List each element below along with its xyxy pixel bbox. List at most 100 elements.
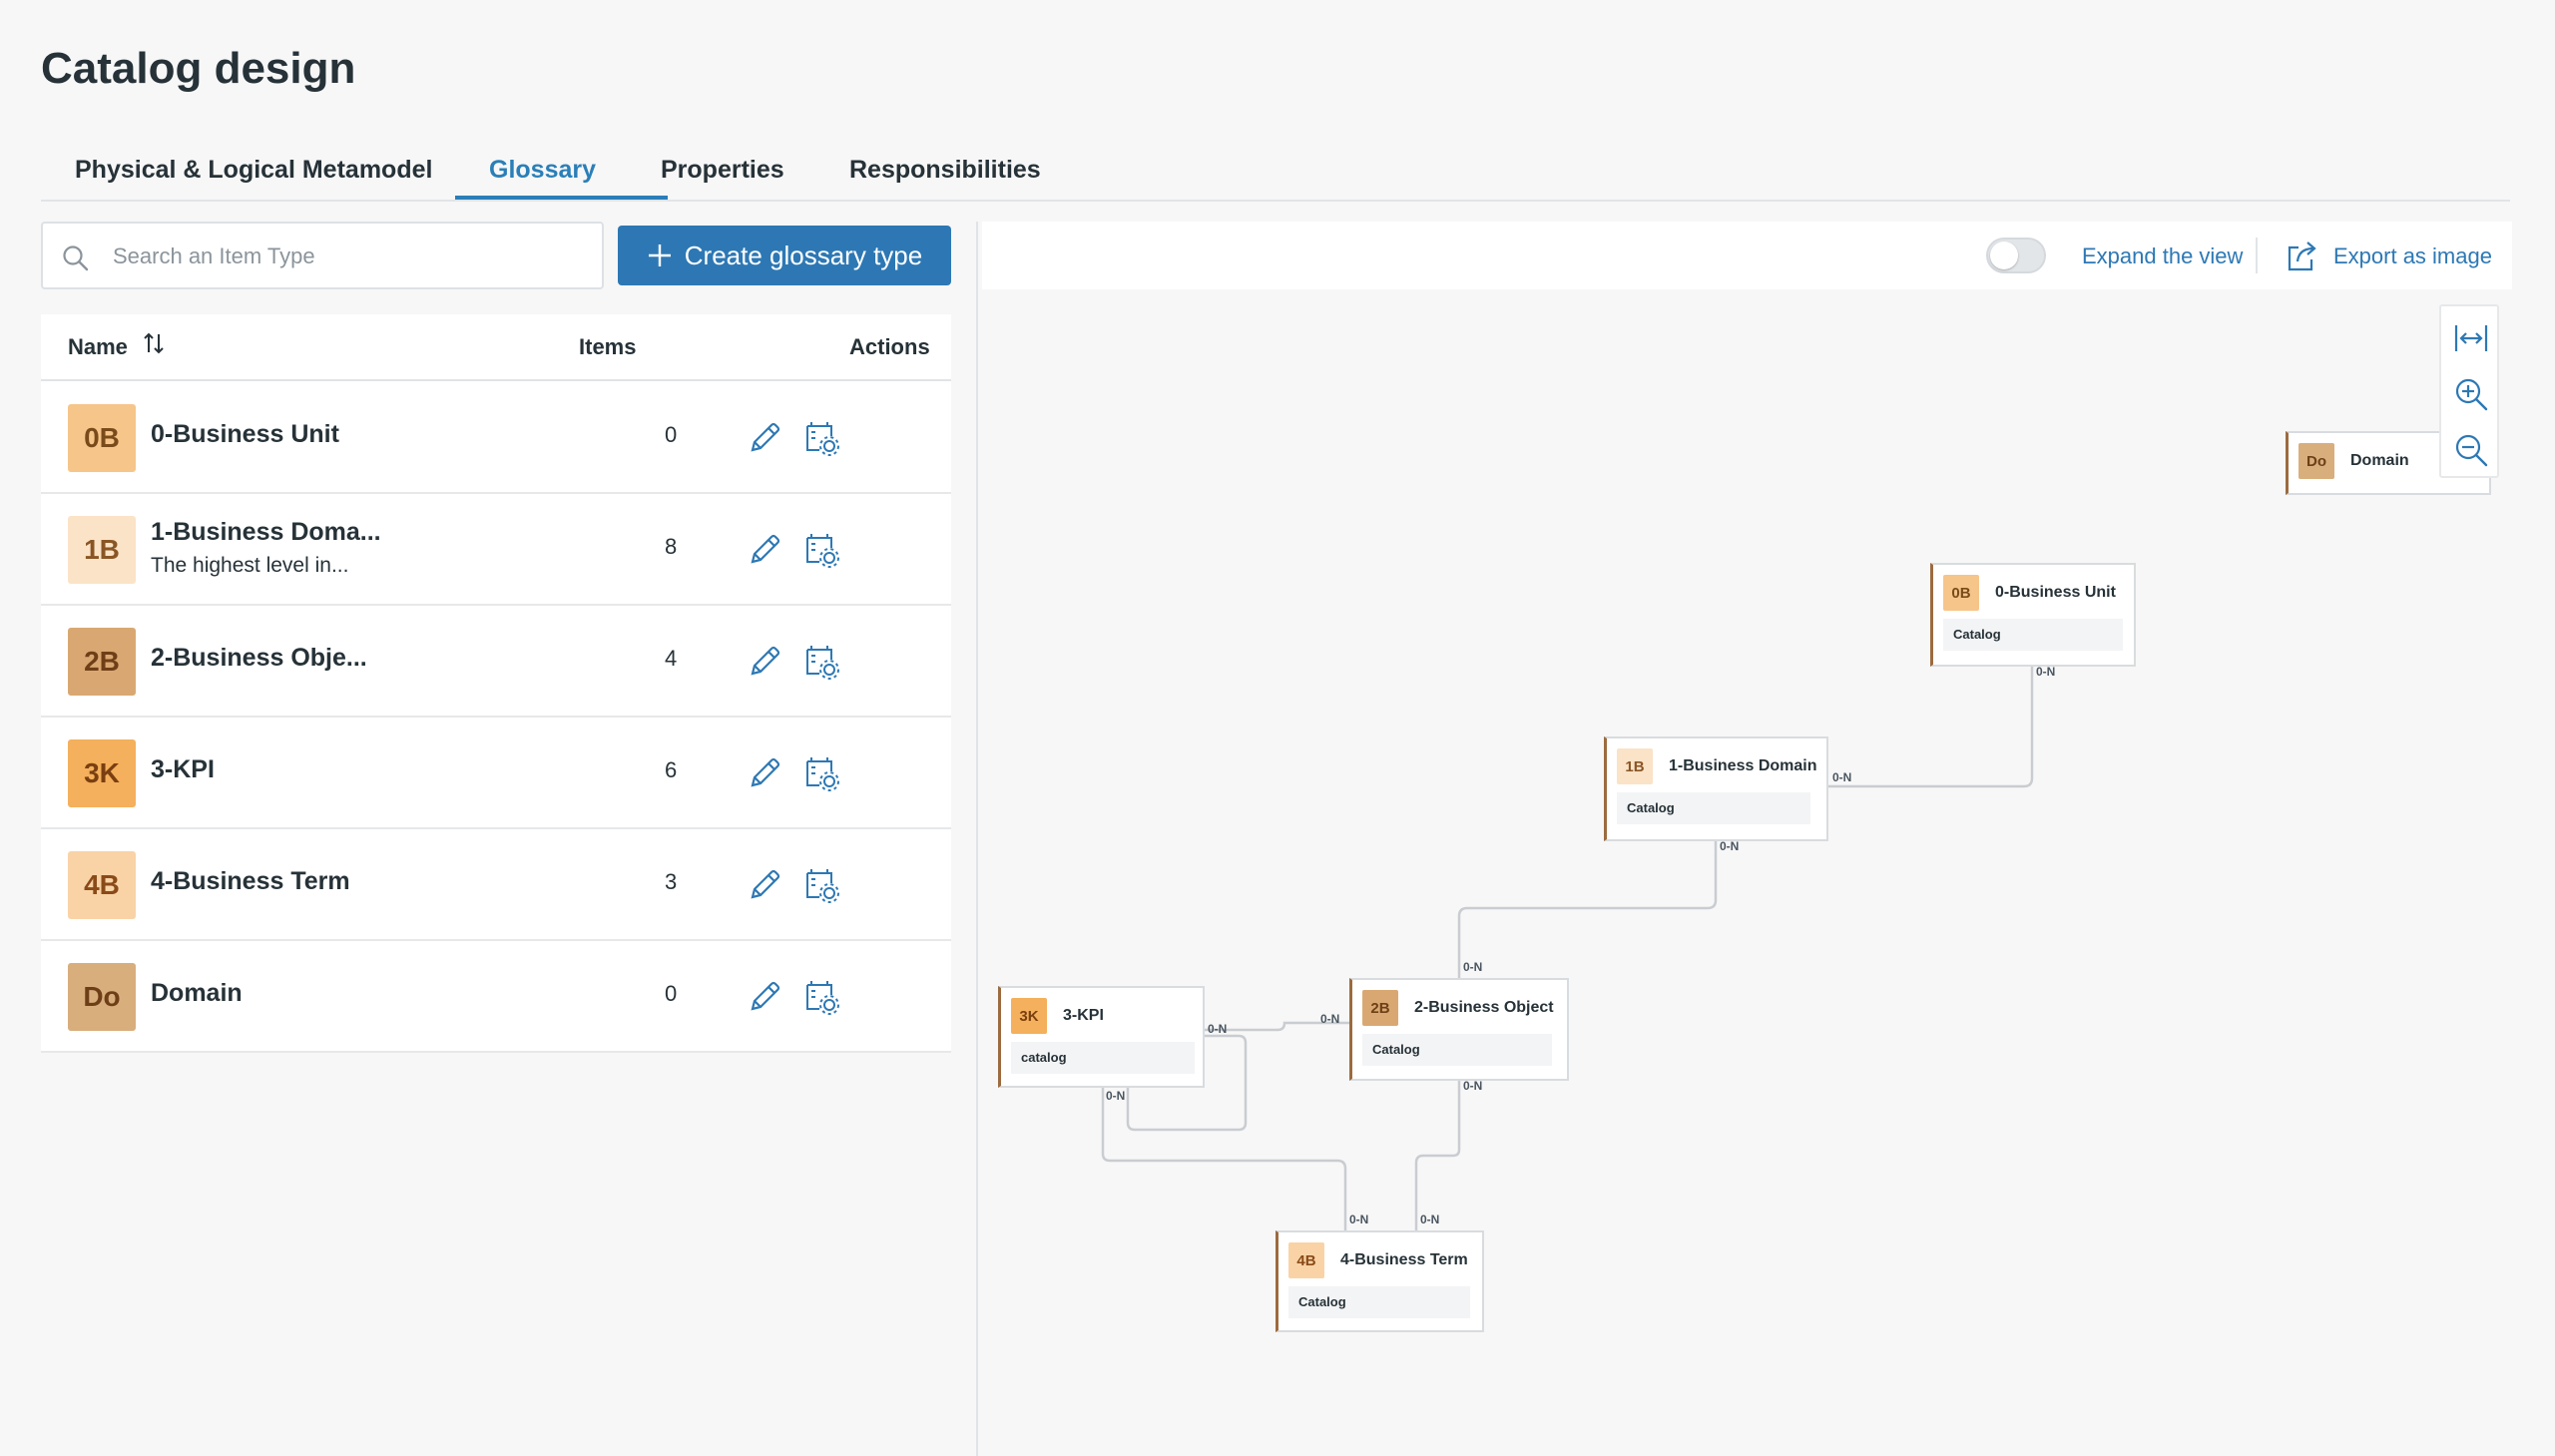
tab-physical-logical-metamodel[interactable]: Physical & Logical Metamodel bbox=[75, 156, 433, 184]
edit-icon[interactable] bbox=[745, 642, 784, 687]
diagram-node-4-business-term[interactable]: 4B 4-Business Term Catalog bbox=[1276, 1230, 1484, 1332]
settings-icon[interactable] bbox=[801, 418, 841, 463]
zoom-out-icon[interactable] bbox=[2453, 432, 2489, 468]
table-row[interactable]: 4B 4-Business Term 3 bbox=[41, 829, 951, 941]
item-count: 8 bbox=[665, 534, 678, 559]
cardinality-label: 0-N bbox=[1106, 1089, 1126, 1103]
item-count: 6 bbox=[665, 757, 678, 782]
node-badge: 3K bbox=[1011, 998, 1047, 1034]
diagram-toolbar: Expand the view Export as image bbox=[982, 222, 2512, 289]
column-header-items: Items bbox=[579, 334, 637, 359]
column-header-name[interactable]: Name bbox=[68, 334, 128, 359]
expand-view-toggle[interactable] bbox=[1986, 238, 2046, 273]
diagram-node-3-kpi[interactable]: 3K 3-KPI catalog bbox=[998, 986, 1205, 1088]
tab-bar: Physical & Logical Metamodel Glossary Pr… bbox=[41, 148, 2510, 202]
type-name: 4-Business Term bbox=[151, 867, 350, 895]
cardinality-label: 0-N bbox=[1463, 1079, 1483, 1093]
panel-divider bbox=[976, 222, 978, 1456]
create-glossary-type-button[interactable]: Create glossary type bbox=[618, 226, 951, 285]
diagram-node-2-business-object[interactable]: 2B 2-Business Object Catalog bbox=[1349, 978, 1569, 1081]
search-icon bbox=[63, 245, 89, 271]
toggle-knob bbox=[1990, 242, 2018, 269]
edit-icon[interactable] bbox=[745, 418, 784, 463]
expand-view-label[interactable]: Expand the view bbox=[2082, 243, 2244, 268]
node-subtitle: Catalog bbox=[1362, 1034, 1552, 1066]
item-count: 0 bbox=[665, 422, 678, 447]
cardinality-label: 0-N bbox=[2036, 665, 2056, 679]
edit-icon[interactable] bbox=[745, 977, 784, 1022]
cardinality-label: 0-N bbox=[1208, 1022, 1228, 1036]
settings-icon[interactable] bbox=[801, 530, 841, 575]
node-subtitle: Catalog bbox=[1617, 792, 1810, 824]
node-title: 4-Business Term bbox=[1340, 1251, 1468, 1268]
search-input[interactable] bbox=[113, 238, 582, 275]
node-badge: 2B bbox=[1362, 990, 1398, 1026]
cardinality-label: 0-N bbox=[1420, 1213, 1440, 1226]
node-badge: 0B bbox=[1943, 575, 1979, 611]
list-header: Name Items Actions bbox=[41, 314, 951, 381]
node-title: Domain bbox=[2350, 452, 2409, 469]
cardinality-label: 0-N bbox=[1463, 960, 1483, 974]
table-row[interactable]: 0B 0-Business Unit 0 bbox=[41, 382, 951, 494]
node-badge: 4B bbox=[1288, 1242, 1324, 1278]
type-name: Domain bbox=[151, 979, 243, 1007]
type-badge: 4B bbox=[68, 851, 136, 919]
tab-glossary[interactable]: Glossary bbox=[489, 156, 597, 184]
settings-icon[interactable] bbox=[801, 865, 841, 910]
fit-width-icon[interactable] bbox=[2453, 320, 2489, 356]
item-count: 3 bbox=[665, 869, 678, 894]
type-badge: 2B bbox=[68, 628, 136, 696]
settings-icon[interactable] bbox=[801, 753, 841, 798]
item-count: 0 bbox=[665, 981, 678, 1006]
diagram-node-1-business-domain[interactable]: 1B 1-Business Domain Catalog bbox=[1604, 736, 1828, 841]
type-badge: 0B bbox=[68, 404, 136, 472]
tab-properties[interactable]: Properties bbox=[661, 156, 784, 184]
diagram-node-0-business-unit[interactable]: 0B 0-Business Unit Catalog bbox=[1930, 563, 2136, 667]
table-row[interactable]: Do Domain 0 bbox=[41, 941, 951, 1053]
sort-icon[interactable] bbox=[143, 330, 165, 362]
column-header-actions: Actions bbox=[849, 334, 930, 359]
node-badge: 1B bbox=[1617, 748, 1653, 784]
export-icon[interactable] bbox=[2286, 238, 2319, 278]
node-title: 0-Business Unit bbox=[1995, 584, 2116, 601]
node-subtitle: catalog bbox=[1011, 1042, 1195, 1074]
node-title: 2-Business Object bbox=[1414, 999, 1554, 1016]
node-subtitle: Catalog bbox=[1943, 619, 2123, 651]
cardinality-label: 0-N bbox=[1720, 839, 1740, 853]
active-tab-indicator bbox=[455, 196, 668, 200]
settings-icon[interactable] bbox=[801, 977, 841, 1022]
edit-icon[interactable] bbox=[745, 530, 784, 575]
type-badge: Do bbox=[68, 963, 136, 1031]
item-count: 4 bbox=[665, 646, 678, 671]
table-row[interactable]: 2B 2-Business Obje... 4 bbox=[41, 606, 951, 718]
type-name: 0-Business Unit bbox=[151, 420, 339, 448]
page-title: Catalog design bbox=[41, 44, 356, 93]
edit-icon[interactable] bbox=[745, 865, 784, 910]
table-row[interactable]: 1B 1-Business Doma... The highest level in… bbox=[41, 494, 951, 606]
node-badge: Do bbox=[2299, 443, 2334, 479]
zoom-in-icon[interactable] bbox=[2453, 376, 2489, 412]
plus-icon bbox=[648, 244, 671, 266]
cardinality-label: 0-N bbox=[1832, 770, 1852, 784]
table-row[interactable]: 3K 3-KPI 6 bbox=[41, 718, 951, 829]
type-name: 3-KPI bbox=[151, 755, 215, 783]
settings-icon[interactable] bbox=[801, 642, 841, 687]
type-name: 1-Business Doma... bbox=[151, 518, 381, 546]
type-name: 2-Business Obje... bbox=[151, 644, 367, 672]
search-box bbox=[41, 222, 604, 289]
node-title: 1-Business Domain bbox=[1669, 757, 1817, 774]
toolbar-separator bbox=[2256, 238, 2258, 273]
cardinality-label: 0-N bbox=[1320, 1012, 1340, 1026]
zoom-controls bbox=[2439, 304, 2499, 478]
edit-icon[interactable] bbox=[745, 753, 784, 798]
type-badge: 1B bbox=[68, 516, 136, 584]
type-badge: 3K bbox=[68, 739, 136, 807]
tab-responsibilities[interactable]: Responsibilities bbox=[849, 156, 1041, 184]
cardinality-label: 0-N bbox=[1349, 1213, 1369, 1226]
create-button-label: Create glossary type bbox=[684, 240, 923, 270]
type-description: The highest level in... bbox=[151, 554, 349, 577]
node-title: 3-KPI bbox=[1063, 1007, 1104, 1024]
node-subtitle: Catalog bbox=[1288, 1286, 1470, 1318]
export-as-image-button[interactable]: Export as image bbox=[2333, 243, 2492, 268]
